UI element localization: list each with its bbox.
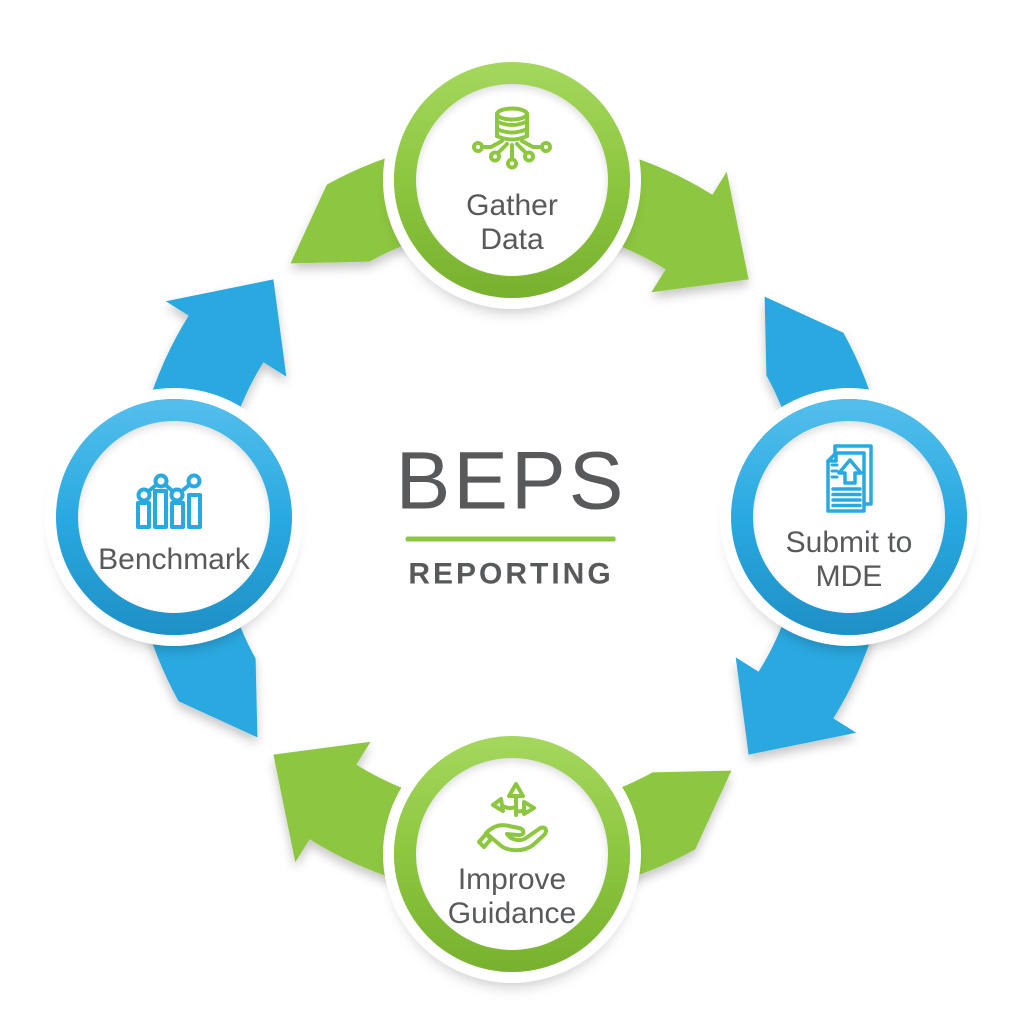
- diagram-subtitle: REPORTING: [408, 557, 614, 591]
- node-gather-data: Gather Data: [394, 62, 630, 298]
- node-inner: Gather Data: [416, 84, 608, 276]
- node-label-line: Guidance: [447, 897, 577, 930]
- node-label: Benchmark: [98, 543, 250, 578]
- center-title-block: BEPS REPORTING: [395, 435, 627, 592]
- title-divider: [406, 536, 616, 542]
- bar-chart-icon: [136, 473, 202, 529]
- node-label-line: Submit to: [785, 525, 913, 559]
- node-label-line: Benchmark: [98, 542, 250, 576]
- node-label-line: Improve: [457, 862, 567, 896]
- node-label: Submit to MDE: [786, 526, 913, 595]
- node-label-line: Gather: [466, 188, 558, 222]
- node-label-line: MDE: [815, 560, 883, 593]
- node-ring: Gather Data: [394, 62, 630, 298]
- node-inner: Submit to MDE: [753, 421, 945, 613]
- node-improve-guidance: Improve Guidance: [394, 736, 630, 972]
- node-label: Gather Data: [466, 189, 558, 258]
- node-ring: Benchmark: [56, 399, 292, 635]
- diagram-title: BEPS: [395, 435, 627, 527]
- node-inner: Benchmark: [78, 421, 270, 613]
- node-ring: Submit to MDE: [731, 399, 967, 635]
- node-submit-to-mde: Submit to MDE: [731, 399, 967, 635]
- database-network-icon: [472, 106, 552, 169]
- node-inner: Improve Guidance: [416, 758, 608, 950]
- hand-directions-icon: [477, 781, 549, 852]
- node-label-line: Data: [480, 223, 544, 256]
- node-label: Improve Guidance: [448, 863, 576, 932]
- document-upload-icon: [826, 443, 873, 513]
- node-benchmark: Benchmark: [56, 399, 292, 635]
- node-ring: Improve Guidance: [394, 736, 630, 972]
